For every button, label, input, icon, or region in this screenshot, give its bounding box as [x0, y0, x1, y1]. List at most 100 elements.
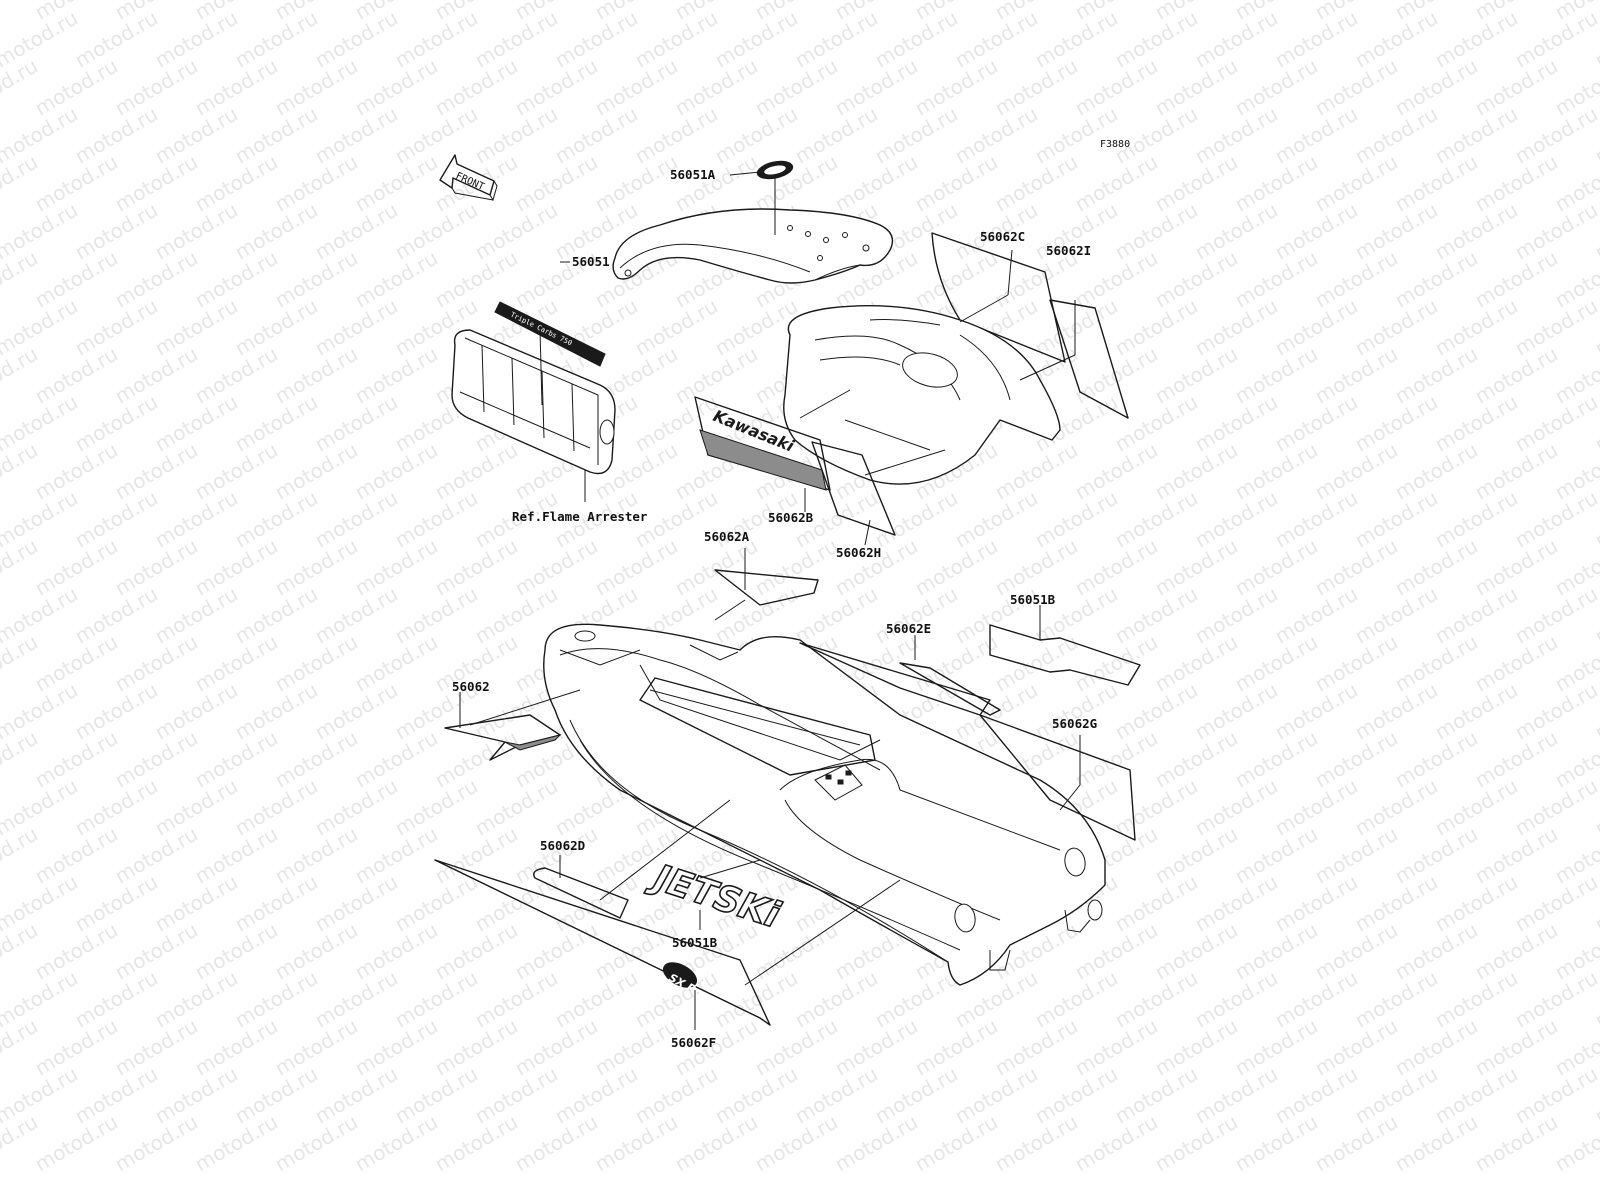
watermark-text: motod.ru [191, 726, 282, 793]
watermark-text: motod.ru [791, 102, 882, 169]
watermark-text: motod.ru [1271, 1062, 1362, 1129]
decal-56062C-sheet [931, 232, 1066, 363]
watermark-text: motod.ru [991, 150, 1082, 217]
watermark-text: motod.ru [391, 198, 482, 265]
watermark-text: motod.ru [351, 918, 442, 985]
watermark-text: motod.ru [951, 486, 1042, 553]
watermark-text: motod.ru [191, 438, 282, 505]
watermark-text: motod.ru [911, 1110, 1002, 1177]
watermark-text: motod.ru [391, 102, 482, 169]
watermark-text: motod.ru [231, 390, 322, 457]
watermark-text: motod.ru [1071, 54, 1162, 121]
watermark-text: motod.ru [1031, 966, 1122, 1033]
rear-engine-cover [783, 305, 1061, 485]
watermark-text: motod.ru [1071, 534, 1162, 601]
watermark-text: motod.ru [711, 6, 802, 73]
watermark-text: motod.ru [1111, 870, 1202, 937]
watermark-text: motod.ru [631, 102, 722, 169]
watermark-text: motod.ru [1271, 198, 1362, 265]
watermark-text: motod.ru [191, 918, 282, 985]
watermark-text: motod.ru [911, 1014, 1002, 1081]
watermark-text: motod.ru [831, 1110, 922, 1177]
watermark-text: motod.ru [1391, 822, 1482, 889]
watermark-text: motod.ru [1351, 198, 1442, 265]
watermark-text: motod.ru [1231, 342, 1322, 409]
watermark-text: motod.ru [1511, 1062, 1600, 1129]
watermark-text: motod.ru [191, 150, 282, 217]
decal-56062H-sheet [811, 441, 896, 536]
watermark-text: motod.ru [1231, 438, 1322, 505]
watermark-text: motod.ru [1431, 1062, 1522, 1129]
watermark-text: motod.ru [551, 1062, 642, 1129]
watermark-text: motod.ru [1471, 1014, 1562, 1081]
watermark-text: motod.ru [431, 246, 522, 313]
watermark-text: motod.ru [231, 678, 322, 745]
watermark-text: motod.ru [631, 6, 722, 73]
part-label-56062: 56062 [452, 679, 490, 694]
watermark-text: motod.ru [1351, 582, 1442, 649]
diagram-code: F3880 [1100, 139, 1130, 150]
watermark-text: motod.ru [1351, 486, 1442, 553]
watermark-text: motod.ru [1191, 870, 1282, 937]
watermark-text: motod.ru [231, 198, 322, 265]
watermark-text: motod.ru [1151, 150, 1242, 217]
watermark-text: motod.ru [1311, 1110, 1402, 1177]
watermark-text: motod.ru [31, 438, 122, 505]
watermark-text: motod.ru [711, 1062, 802, 1129]
watermark-text: motod.ru [751, 1110, 842, 1177]
watermark-text: motod.ru [1391, 438, 1482, 505]
watermark-text: motod.ru [231, 102, 322, 169]
watermark-text: motod.ru [1271, 582, 1362, 649]
watermark-text: motod.ru [191, 822, 282, 889]
watermark-text: motod.ru [111, 342, 202, 409]
watermark-text: motod.ru [1031, 102, 1122, 169]
watermark-text: motod.ru [71, 966, 162, 1033]
watermark-text: motod.ru [911, 630, 1002, 697]
watermark-text: motod.ru [191, 534, 282, 601]
watermark-text: motod.ru [1071, 726, 1162, 793]
watermark-text: motod.ru [111, 534, 202, 601]
watermark-text: motod.ru [1151, 918, 1242, 985]
watermark-text: motod.ru [1311, 246, 1402, 313]
watermark-text: motod.ru [71, 774, 162, 841]
watermark-text: motod.ru [1271, 390, 1362, 457]
watermark-text: motod.ru [1431, 198, 1522, 265]
watermark-text: motod.ru [1511, 774, 1600, 841]
watermark-text: motod.ru [1511, 582, 1600, 649]
watermark-text: motod.ru [1231, 726, 1322, 793]
watermark-text: motod.ru [871, 6, 962, 73]
watermark-text: motod.ru [351, 438, 442, 505]
part-label-56062B: 56062B [768, 510, 814, 525]
watermark-text: motod.ru [271, 1014, 362, 1081]
watermark-text: motod.ru [1471, 534, 1562, 601]
watermark-text: motod.ru [471, 198, 562, 265]
watermark-text: motod.ru [1471, 630, 1562, 697]
decal-56062-arrow [444, 714, 562, 761]
watermark-text: motod.ru [351, 1014, 442, 1081]
watermark-text: motod.ru [1071, 1014, 1162, 1081]
watermark-text: motod.ru [431, 534, 522, 601]
watermark-text: motod.ru [1311, 918, 1402, 985]
watermark-text: motod.ru [711, 966, 802, 1033]
watermark-text: motod.ru [1151, 822, 1242, 889]
watermark-text: motod.ru [351, 150, 442, 217]
watermark-text: motod.ru [831, 150, 922, 217]
decal-56062F-side-stripe [434, 859, 771, 1026]
watermark-text: motod.ru [311, 486, 402, 553]
watermark-text: motod.ru [191, 1014, 282, 1081]
watermark-text: motod.ru [431, 918, 522, 985]
watermark-text: motod.ru [591, 1110, 682, 1177]
watermark-text: motod.ru [1431, 6, 1522, 73]
watermark-text: motod.ru [1351, 966, 1442, 1033]
watermark-text: motod.ru [1511, 102, 1600, 169]
watermark-text: motod.ru [271, 246, 362, 313]
watermark-text: motod.ru [191, 342, 282, 409]
watermark-text: motod.ru [1271, 678, 1362, 745]
watermark-text: motod.ru [911, 246, 1002, 313]
watermark-text: motod.ru [311, 870, 402, 937]
watermark-text: motod.ru [1511, 486, 1600, 553]
watermark-text: motod.ru [1391, 534, 1482, 601]
watermark-text: motod.ru [1231, 246, 1322, 313]
watermark-text: motod.ru [671, 1110, 762, 1177]
